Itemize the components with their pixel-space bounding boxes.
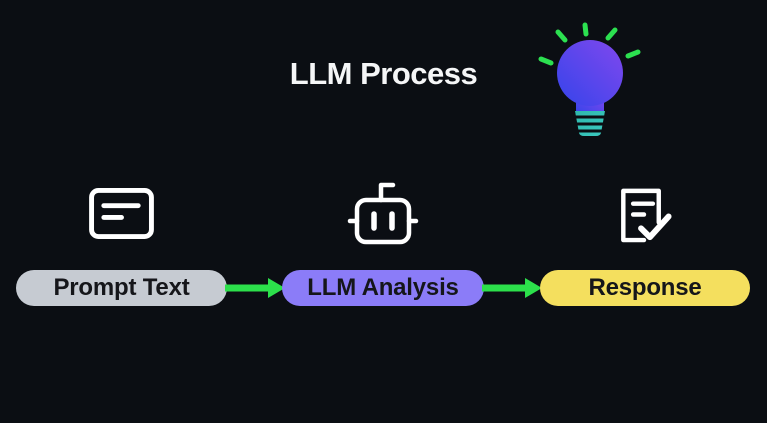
arrow-right-icon bbox=[482, 278, 542, 298]
lightbulb-base bbox=[574, 111, 606, 136]
prompt-card-icon bbox=[89, 187, 154, 240]
stage-prompt-text: Prompt Text bbox=[16, 270, 227, 306]
arrow-right-icon bbox=[225, 278, 285, 298]
stage-response: Response bbox=[540, 270, 750, 306]
stage-llm-analysis: LLM Analysis bbox=[282, 270, 484, 306]
stage-label: Prompt Text bbox=[53, 274, 190, 301]
stage-label: Response bbox=[588, 274, 702, 301]
stage-label: LLM Analysis bbox=[307, 274, 459, 301]
lightbulb-glass bbox=[557, 40, 623, 106]
lightbulb-icon bbox=[538, 22, 641, 136]
document-check-icon bbox=[621, 188, 672, 243]
robot-icon bbox=[347, 182, 419, 245]
diagram-title: LLM Process bbox=[289, 56, 478, 91]
lightbulb-rays bbox=[538, 22, 641, 66]
